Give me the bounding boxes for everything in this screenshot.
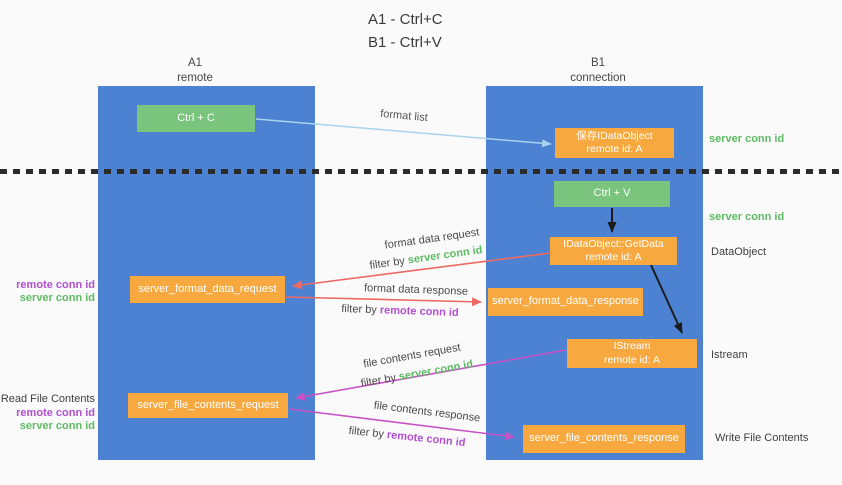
annotation-server-conn-id-format: server conn id xyxy=(19,292,95,304)
node-server-file-contents-request: server_file_contents_request xyxy=(128,393,288,418)
node-save-dataobject: 保存IDataObject remote id: A xyxy=(555,128,674,158)
title-line-2: B1 - Ctrl+V xyxy=(368,33,442,51)
remote-conn-id-text: remote conn id xyxy=(386,428,466,450)
node-idataobject-getdata: IDataObject::GetData remote id: A xyxy=(550,237,677,265)
remote-conn-id-text: remote conn id xyxy=(379,304,459,320)
server-conn-id-text: server conn id xyxy=(407,244,484,267)
annotation-istream: Istream xyxy=(711,349,748,361)
annotation-server-conn-id-file: server conn id xyxy=(19,420,95,432)
lane-b1-role: connection xyxy=(570,71,626,84)
node-ctrl-c-label: Ctrl + C xyxy=(177,111,215,124)
annotation-read-file-contents: Read File Contents xyxy=(0,393,95,405)
node-ctrl-v-label: Ctrl + V xyxy=(593,187,631,200)
node-server-file-contents-request-label: server_file_contents_request xyxy=(137,398,279,411)
edge-label-filter-format-response: filter by remote conn id xyxy=(341,303,459,319)
node-idataobject-getdata-line1: IDataObject::GetData xyxy=(563,237,664,250)
node-ctrl-v: Ctrl + V xyxy=(554,181,670,207)
filter-by-text: filter by xyxy=(359,371,397,390)
edge-label-format-list: format list xyxy=(379,107,429,125)
edge-label-format-data-response: format data response xyxy=(363,282,469,298)
arrow-format-data-response xyxy=(285,296,482,307)
filter-by-text: filter by xyxy=(368,255,406,272)
node-server-format-data-request-label: server_format_data_request xyxy=(138,282,277,295)
diagram-title: A1 - Ctrl+C B1 - Ctrl+V xyxy=(368,9,443,54)
node-istream-line2: remote id: A xyxy=(603,353,661,366)
annotation-server-conn-id-mid: server conn id xyxy=(709,211,785,223)
section-divider-dotted-line xyxy=(0,169,842,174)
title-line-1: A1 - Ctrl+C xyxy=(368,11,443,28)
node-server-format-data-response-label: server_format_data_response xyxy=(492,295,639,308)
node-istream-line1: IStream xyxy=(613,340,651,353)
node-server-file-contents-response-label: server_file_contents_response xyxy=(529,432,679,445)
node-server-format-data-request: server_format_data_request xyxy=(130,276,285,303)
lane-b1-name: B1 xyxy=(590,57,606,69)
node-server-format-data-response: server_format_data_response xyxy=(488,288,643,316)
lane-a1-name: A1 xyxy=(187,57,203,69)
annotation-remote-conn-id-format: remote conn id xyxy=(16,279,95,291)
annotation-write-file-contents: Write File Contents xyxy=(715,432,809,444)
node-idataobject-getdata-line2: remote id: A xyxy=(585,251,642,263)
node-ctrl-c: Ctrl + C xyxy=(137,105,255,132)
edge-label-filter-file-response: filter by remote conn id xyxy=(348,425,466,449)
node-save-dataobject-line2: remote id: A xyxy=(586,143,643,155)
annotation-server-conn-id-top: server conn id xyxy=(709,133,785,145)
annotation-remote-conn-id-file: remote conn id xyxy=(16,407,95,419)
filter-by-text: filter by xyxy=(341,302,378,317)
filter-by-text: filter by xyxy=(348,424,385,441)
edge-label-file-contents-response: file contents response xyxy=(373,399,481,425)
node-server-file-contents-response: server_file_contents_response xyxy=(523,425,685,453)
node-save-dataobject-line1: 保存IDataObject xyxy=(576,129,653,142)
lane-header-a1: A1 remote xyxy=(95,56,295,86)
lane-a1-role: remote xyxy=(177,71,213,84)
node-istream: IStream remote id: A xyxy=(567,339,697,368)
annotation-dataobject: DataObject xyxy=(711,246,767,258)
lane-header-b1: B1 connection xyxy=(498,56,698,86)
